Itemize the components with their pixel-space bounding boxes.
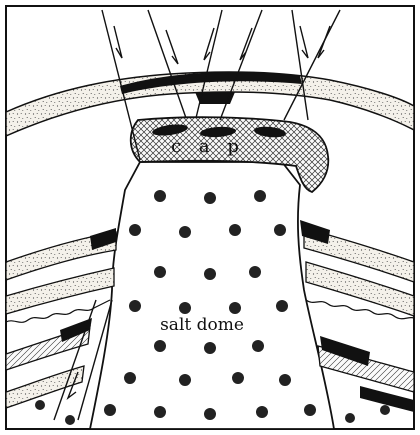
sediment-dot	[35, 400, 45, 410]
salt-dot	[154, 340, 166, 352]
salt-dot	[279, 374, 291, 386]
salt-dot	[129, 300, 141, 312]
salt-dot	[229, 224, 241, 236]
salt-dot	[204, 268, 216, 280]
salt-dot	[304, 404, 316, 416]
salt-dot	[249, 266, 261, 278]
salt-dot	[179, 374, 191, 386]
salt-dot	[252, 340, 264, 352]
salt-dot	[154, 190, 166, 202]
salt-dot	[104, 404, 116, 416]
salt-dot	[154, 266, 166, 278]
salt-dot	[204, 192, 216, 204]
sediment-dot	[345, 413, 355, 423]
salt-dot	[204, 408, 216, 420]
sediment-dot	[65, 415, 75, 425]
salt-dot	[254, 190, 266, 202]
salt-dot	[124, 372, 136, 384]
salt-dot	[276, 300, 288, 312]
salt-dot	[229, 302, 241, 314]
salt-dot	[256, 406, 268, 418]
salt-dot	[129, 224, 141, 236]
salt-dot	[179, 226, 191, 238]
salt-dot	[274, 224, 286, 236]
salt-dot	[204, 342, 216, 354]
salt-dot	[154, 406, 166, 418]
cap-label: c a p	[171, 136, 245, 157]
salt-dot	[232, 372, 244, 384]
sediment-dot	[380, 405, 390, 415]
salt-dome-label: salt dome	[160, 315, 244, 335]
salt-dot	[179, 302, 191, 314]
